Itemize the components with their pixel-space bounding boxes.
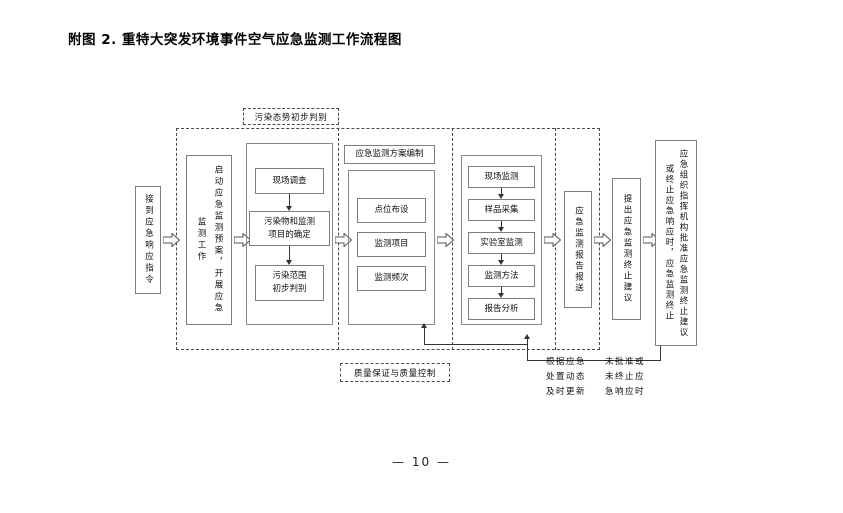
connector-sampling-down bbox=[501, 221, 502, 229]
arrowhead-field-down bbox=[498, 194, 504, 199]
node-sampling-label: 样品采集 bbox=[484, 204, 519, 215]
feedback-line-up-to-plan bbox=[424, 328, 425, 345]
node-report-analysis: 报告分析 bbox=[468, 298, 535, 320]
node-report-analysis-label: 报告分析 bbox=[484, 303, 519, 314]
arrow-report-to-propose bbox=[594, 233, 611, 247]
node-field-monitor: 现场监测 bbox=[468, 166, 535, 188]
node-start: 接到应急响应指令 bbox=[135, 186, 161, 294]
node-monitor-items: 监测项目 bbox=[357, 232, 426, 257]
arrowhead-feedback-plan bbox=[421, 323, 427, 328]
node-method-label: 监测方法 bbox=[484, 270, 519, 281]
node-survey-label: 现场调查 bbox=[272, 175, 307, 186]
stage-label-quality-control: 质量保证与质量控制 bbox=[340, 363, 450, 382]
connector-pollutant-down bbox=[289, 246, 290, 262]
node-site-layout: 点位布设 bbox=[357, 198, 426, 223]
node-field-monitor-label: 现场监测 bbox=[484, 171, 519, 182]
node-lab-monitor-label: 实验室监测 bbox=[480, 237, 523, 248]
arrowhead-sampling-down bbox=[498, 227, 504, 232]
arrowhead-pollutant-down bbox=[286, 260, 292, 265]
group-execution bbox=[461, 155, 542, 325]
page-number: — 10 — bbox=[392, 455, 451, 469]
node-report-submit-label: 应急监测报告报送 bbox=[573, 205, 584, 294]
annotation-not-approved: 未批准或 未终止应 急响应时 bbox=[604, 357, 645, 397]
arrowhead-survey-down bbox=[286, 206, 292, 211]
arrowhead-feedback-execution bbox=[524, 334, 530, 339]
node-monitor-freq: 监测频次 bbox=[357, 266, 426, 291]
node-plan-header: 应急监测方案编制 bbox=[344, 145, 435, 164]
feedback-line-down-right bbox=[660, 346, 661, 360]
feedback-line-horizontal-outer bbox=[527, 360, 661, 361]
arrow-start-to-activate bbox=[163, 233, 180, 247]
arrow-execution-to-report bbox=[544, 233, 561, 247]
node-activate: 启动应急监测预案，开展应急监测工作 bbox=[186, 155, 232, 325]
arrowhead-lab-down bbox=[498, 260, 504, 265]
connector-survey-down bbox=[289, 194, 290, 208]
node-lab-monitor: 实验室监测 bbox=[468, 232, 535, 254]
node-sampling: 样品采集 bbox=[468, 199, 535, 221]
node-method: 监测方法 bbox=[468, 265, 535, 287]
node-scope-label: 污染范围 初步判别 bbox=[272, 271, 307, 294]
feedback-line-horizontal-inner bbox=[424, 344, 528, 345]
node-approve-end: 应急组织指挥机构批准应急监测终止建议或终止应急响应时，应急监测终止 bbox=[655, 140, 697, 346]
node-propose-end-label: 提出应急监测终止建议 bbox=[622, 194, 632, 304]
arrowhead-method-down bbox=[498, 293, 504, 298]
connector-lab-down bbox=[501, 254, 502, 262]
node-pollutant-items: 污染物和监测 项目的确定 bbox=[249, 211, 330, 246]
node-propose-end: 提出应急监测终止建议 bbox=[612, 178, 641, 320]
node-pollutant-items-label: 污染物和监测 项目的确定 bbox=[263, 216, 315, 240]
page-title: 附图 2. 重特大突发环境事件空气应急监测工作流程图 bbox=[68, 32, 402, 48]
node-report-submit: 应急监测报告报送 bbox=[564, 191, 592, 308]
annotation-update-dynamically: 根据应急 处置动态 及时更新 bbox=[545, 357, 586, 397]
node-approve-end-label: 应急组织指挥机构批准应急监测终止建议或终止应急响应时，应急监测终止 bbox=[664, 148, 688, 338]
node-activate-label: 启动应急监测预案，开展应急监测工作 bbox=[196, 165, 223, 315]
node-scope: 污染范围 初步判别 bbox=[255, 265, 324, 301]
connector-method-down bbox=[501, 287, 502, 295]
node-monitor-freq-label: 监测频次 bbox=[374, 273, 409, 283]
node-start-label: 接到应急响应指令 bbox=[143, 194, 154, 286]
group-pollution-assessment bbox=[246, 143, 333, 325]
feedback-line-up-to-execution bbox=[527, 339, 528, 361]
node-monitor-items-label: 监测项目 bbox=[374, 239, 409, 249]
node-survey: 现场调查 bbox=[255, 168, 324, 194]
arrow-plan-to-execution bbox=[437, 233, 454, 247]
node-site-layout-label: 点位布设 bbox=[374, 205, 409, 215]
group-plan-contents bbox=[348, 170, 435, 325]
arrow-assessment-to-plan bbox=[335, 233, 352, 247]
connector-field-down bbox=[501, 188, 502, 196]
stage-label-pollution-assessment: 污染态势初步判别 bbox=[243, 108, 339, 125]
node-plan-header-label: 应急监测方案编制 bbox=[355, 149, 424, 159]
